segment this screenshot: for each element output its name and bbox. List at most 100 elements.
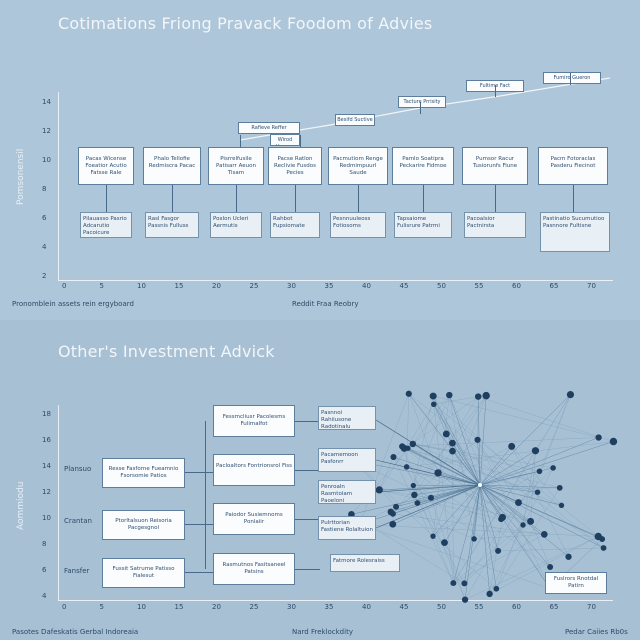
network-connector [185, 572, 213, 573]
timeline-connector [573, 185, 574, 213]
timeline-x-tick: 55 [474, 282, 484, 290]
network-edge [392, 513, 545, 535]
network-edge [479, 484, 503, 518]
network-edge [408, 393, 481, 486]
network-node [410, 482, 416, 489]
timeline-callout-line [420, 102, 421, 114]
network-edge [522, 467, 554, 526]
network-edge [522, 450, 536, 526]
network-edge [379, 456, 394, 490]
timeline-sub-box: Pastinatio Sucumutioo Pasnnore Fultisne [540, 212, 610, 252]
network-edge [464, 471, 540, 600]
network-edge [539, 394, 571, 472]
network-edge [479, 441, 614, 486]
network-node [565, 553, 572, 560]
network-edge [479, 484, 545, 535]
network-edge [444, 484, 481, 543]
network-edge [479, 484, 499, 551]
network-node [430, 533, 436, 539]
network-spine [205, 421, 206, 569]
network-edge [477, 396, 479, 440]
timeline-y-tick: 10 [42, 156, 51, 164]
network-edge [402, 446, 466, 600]
network-connector [295, 569, 320, 570]
timeline-x-tick: 25 [249, 282, 259, 290]
network-graph [348, 390, 618, 603]
timeline-trend-line [239, 77, 611, 141]
network-left-box: Resse Fasforne Fueamnio Fsorsomie Patios [102, 458, 185, 488]
network-edge [433, 404, 447, 435]
network-node [431, 401, 437, 408]
network-edge [479, 437, 599, 486]
network-node [486, 590, 493, 598]
network-edge [437, 472, 481, 486]
timeline-callout: Wirod Unesse [270, 134, 300, 146]
network-right-box: Pasnnoi Rahiiusone Radotinalu [318, 406, 376, 430]
network-node [534, 489, 541, 495]
network-edge [518, 492, 538, 503]
network-edge [479, 395, 487, 486]
timeline-y-axis [58, 92, 59, 280]
network-edge [359, 524, 599, 537]
network-edge [453, 484, 481, 584]
network-node [550, 465, 556, 471]
network-edge [432, 395, 450, 537]
network-edge [496, 487, 560, 589]
network-edge [477, 439, 519, 503]
network-edge [408, 393, 453, 452]
network-edge [379, 484, 481, 491]
timeline-connector [106, 185, 107, 213]
network-edge [433, 404, 499, 551]
network-edge [407, 448, 524, 526]
network-node [429, 392, 437, 400]
network-mid-box: Rasmutnos Fasitsaneel Patsins [213, 553, 295, 585]
network-node [471, 536, 477, 542]
network-edge [452, 443, 454, 584]
network-x-tick: 15 [174, 603, 184, 611]
network-edge [433, 395, 538, 493]
network-edge [375, 484, 481, 529]
network-edge [412, 443, 540, 472]
network-connector [295, 519, 320, 520]
network-node [515, 499, 522, 507]
network-edge [396, 497, 432, 507]
network-edge [412, 443, 554, 469]
timeline-callout-line [570, 73, 571, 85]
timeline-x-tick: 15 [174, 282, 184, 290]
timeline-y-tick: 4 [42, 243, 47, 251]
network-edge [479, 450, 536, 486]
network-edge [417, 484, 481, 504]
timeline-sub-box: Rasl Fasgor Passnis Fulluss [145, 212, 199, 238]
timeline-panel: Cotimations Friong Pravack Foodom of Adv… [12, 14, 613, 308]
network-mid-box: Paiodor Susiemnoms Ponlaiir [213, 503, 295, 535]
network-edge [406, 466, 531, 522]
network-edge [433, 396, 479, 405]
network-x-tick: 70 [587, 603, 596, 611]
network-node [434, 469, 442, 477]
network-node [461, 596, 469, 603]
timeline-callout: Fumiro Gueron [543, 72, 601, 84]
timeline-main-box: Pumsor Racur Tusiorunfs Fiune [462, 147, 528, 185]
timeline-sub-box: Rahbot Fupsiomate [270, 212, 320, 238]
network-edge [479, 484, 603, 540]
network-edge [464, 484, 481, 584]
network-edge [402, 437, 599, 447]
network-edge [479, 484, 551, 568]
network-x-tick: 60 [512, 603, 521, 611]
network-y-tick: 12 [42, 488, 51, 496]
timeline-x-tick: 10 [137, 282, 146, 290]
network-x-tick: 50 [437, 603, 446, 611]
network-x-tick: 35 [324, 603, 334, 611]
network-edge [413, 485, 499, 551]
network-edge [408, 393, 604, 549]
network-node [566, 391, 575, 399]
network-node [474, 436, 481, 443]
network-mid-box: Pacloaltors Fontrionsrol Fiss [213, 454, 295, 486]
network-y-tick: 16 [42, 436, 51, 444]
network-edge [433, 395, 599, 438]
timeline-main-box: Pamlo Soatipra Peckarire Fidmoe [392, 147, 454, 185]
network-edge [414, 494, 531, 522]
timeline-main-box: Pacse Ratlon Reclivie Fusdos Pecies [268, 147, 322, 185]
network-edge [530, 450, 536, 522]
